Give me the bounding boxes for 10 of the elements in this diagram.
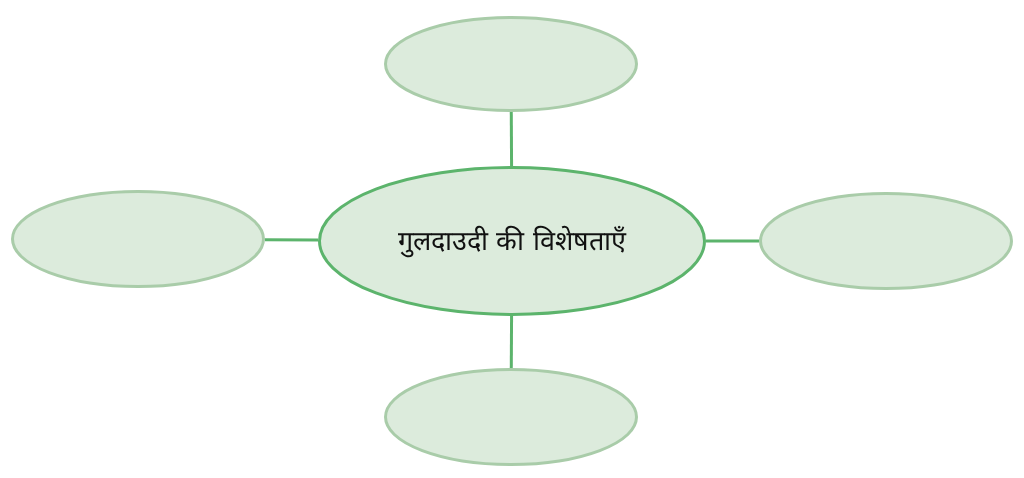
topic-text: गुलदाउदी की विशेषताएँ — [396, 224, 628, 260]
empty-ellipse — [759, 192, 1013, 290]
connector-line — [509, 112, 514, 166]
topic-ellipse — [318, 166, 706, 316]
connector-line — [706, 239, 759, 243]
empty-ellipse — [11, 190, 265, 288]
empty-ellipse — [384, 16, 638, 112]
connector-line — [509, 316, 514, 368]
connector-line — [265, 238, 319, 242]
empty-ellipse — [384, 368, 638, 466]
